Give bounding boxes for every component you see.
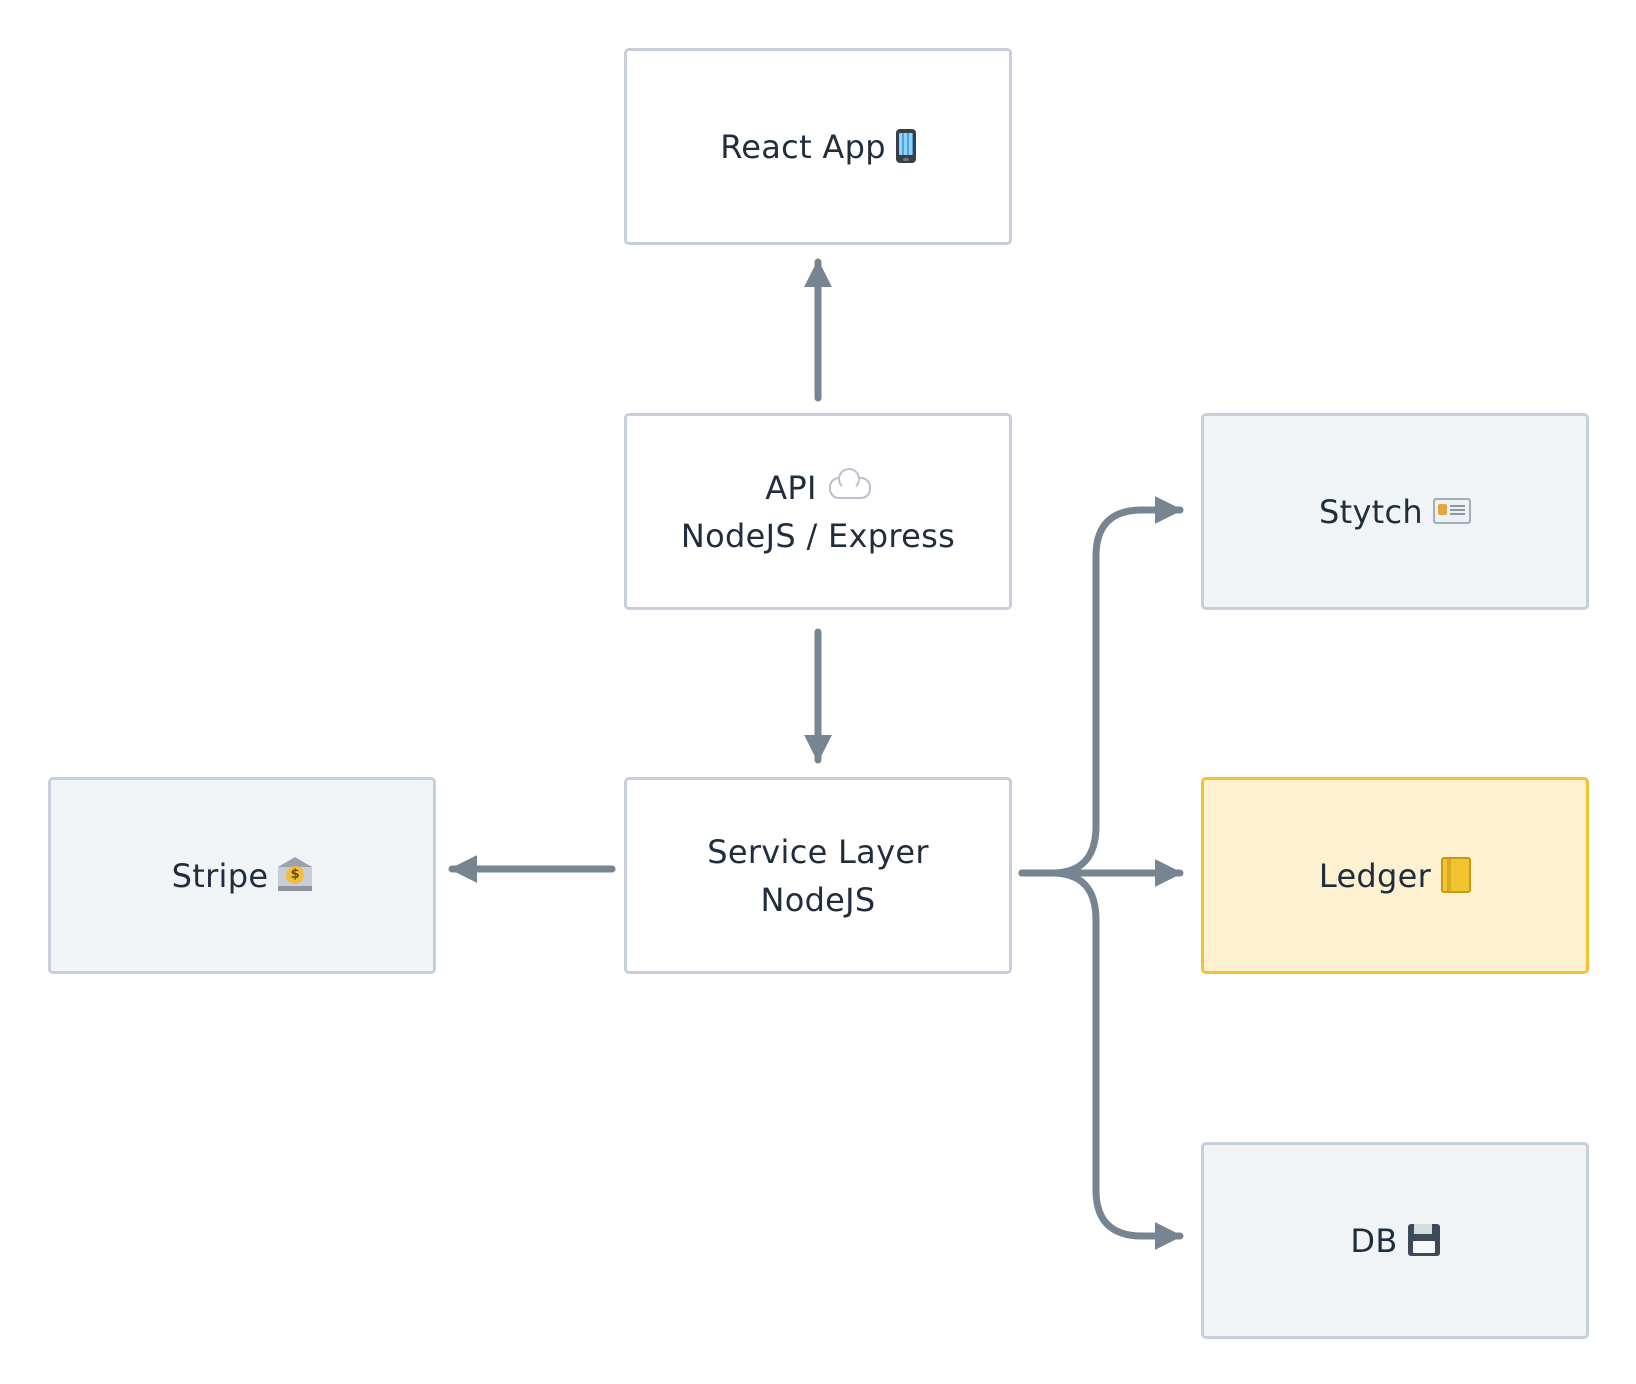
service-layer-label-wrap: Service Layer NodeJS	[707, 828, 929, 924]
react-app-node[interactable]: React App	[624, 48, 1012, 245]
id-card-icon	[1433, 497, 1472, 524]
react-app-label: React App	[720, 127, 886, 166]
service-layer-subtitle: NodeJS	[760, 880, 876, 919]
edge-service-layer-to-db	[1018, 869, 1184, 1250]
service-layer-node[interactable]: Service Layer NodeJS	[624, 777, 1012, 974]
api-title: API	[765, 468, 817, 507]
db-node[interactable]: DB	[1201, 1142, 1589, 1339]
mobile-phone-icon	[895, 128, 916, 163]
cloud-icon	[828, 467, 871, 499]
api-subtitle: NodeJS / Express	[680, 516, 956, 555]
stripe-label: Stripe	[171, 856, 269, 895]
stytch-node[interactable]: Stytch	[1201, 413, 1589, 610]
ledger-label-wrap: Ledger	[1318, 852, 1472, 900]
stytch-label-wrap: Stytch	[1318, 488, 1472, 536]
floppy-disk-icon	[1407, 1223, 1440, 1256]
api-label-wrap: API NodeJS / Express	[681, 464, 955, 560]
service-layer-title: Service Layer	[707, 832, 929, 871]
ledger-node[interactable]: Ledger	[1201, 777, 1589, 974]
stytch-label: Stytch	[1318, 492, 1424, 531]
ledger-icon	[1441, 856, 1472, 893]
stripe-label-wrap: Stripe	[172, 852, 313, 900]
react-app-label-wrap: React App	[720, 123, 916, 171]
edge-service-layer-to-stytch	[1018, 496, 1184, 877]
stripe-node[interactable]: Stripe	[48, 777, 436, 974]
ledger-label: Ledger	[1318, 856, 1432, 895]
api-node[interactable]: API NodeJS / Express	[624, 413, 1012, 610]
db-label: DB	[1350, 1221, 1398, 1260]
db-label-wrap: DB	[1350, 1217, 1440, 1265]
bank-icon	[278, 856, 313, 891]
